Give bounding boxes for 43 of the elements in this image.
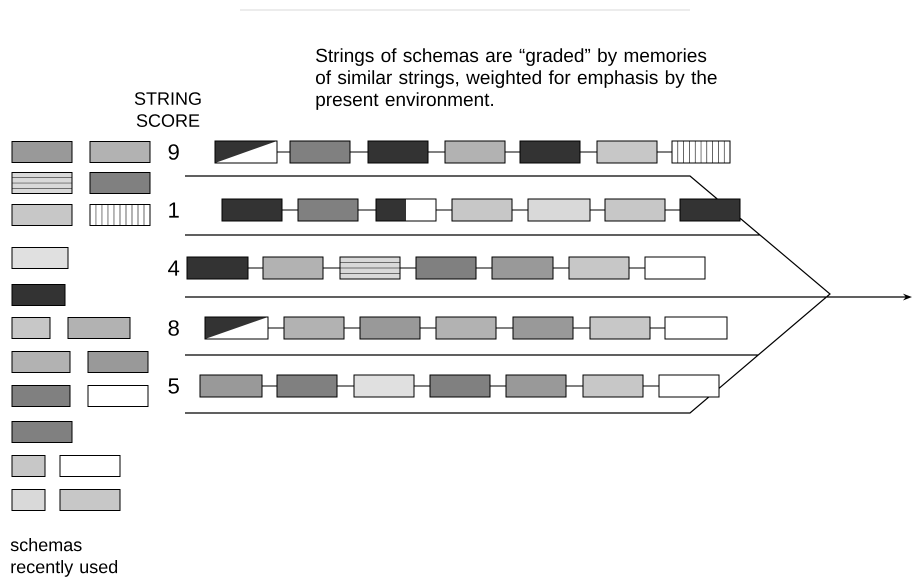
- score-number: 4: [168, 260, 180, 276]
- score-number: 5: [168, 378, 179, 394]
- schema-box: [186, 256, 248, 280]
- schema-box: [214, 140, 278, 164]
- schema-box: [262, 256, 324, 280]
- schema-box: [340, 256, 400, 280]
- schema-box: [204, 316, 268, 340]
- score-number: 8: [168, 320, 179, 336]
- schema-box: [368, 140, 428, 164]
- schema-box: [644, 256, 706, 280]
- schema-box: [520, 140, 580, 164]
- schema-box: [200, 374, 262, 398]
- schema-box: [436, 316, 496, 340]
- schema-box: [354, 374, 414, 398]
- score-number: 9: [168, 144, 179, 160]
- schema-box: [360, 316, 420, 340]
- schema-box: [568, 256, 630, 280]
- schema-box: [290, 140, 350, 164]
- schema-box: [582, 374, 644, 398]
- schema-box: [658, 374, 720, 398]
- schema-box: [276, 374, 338, 398]
- schema-box: [680, 198, 740, 222]
- column-heading: STRING SCORE: [134, 92, 201, 127]
- schema-box: [590, 316, 650, 340]
- schema-box: [284, 316, 344, 340]
- schema-box: [444, 140, 506, 164]
- schema-box: [664, 316, 728, 340]
- schema-box: [512, 316, 574, 340]
- caption-text: Strings of schemas are “graded” by memories of similar strings, weighted for emphasis by the present environment.: [316, 48, 717, 110]
- schema-box: [528, 198, 590, 222]
- footer-label: schemas recently used: [10, 538, 118, 577]
- score-number: 1: [169, 202, 179, 218]
- schema-box: [416, 256, 476, 280]
- schema-box: [222, 198, 282, 222]
- schema-box: [376, 198, 436, 222]
- schema-box: [492, 256, 554, 280]
- schema-box: [596, 140, 658, 164]
- schema-box: [298, 198, 358, 222]
- schema-box: [506, 374, 566, 398]
- schema-box: [672, 140, 730, 164]
- schema-box: [452, 198, 512, 222]
- schema-box: [430, 374, 490, 398]
- schema-box: [604, 198, 666, 222]
